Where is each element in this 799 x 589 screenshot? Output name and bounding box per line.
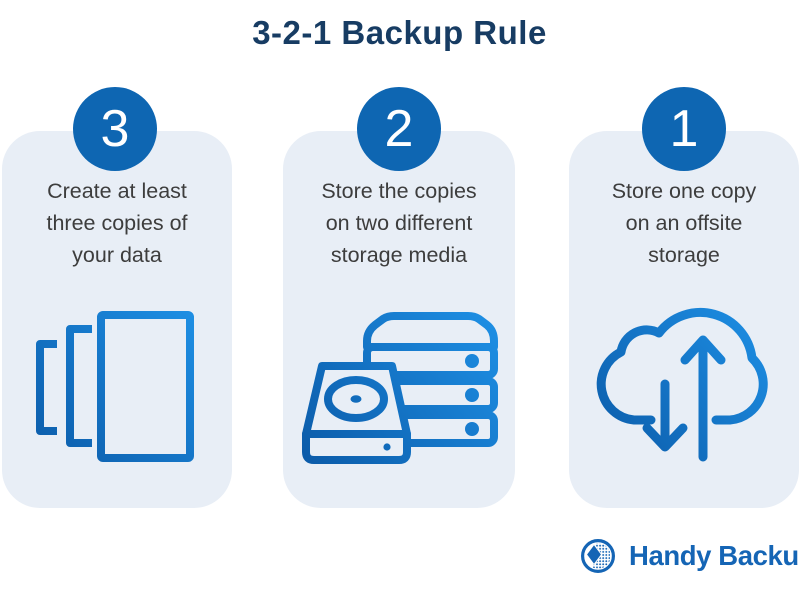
text-line: Store one copy: [611, 179, 757, 203]
number-badge-1: 1: [642, 87, 726, 171]
text-line: Create at least: [47, 179, 187, 203]
text-line: on two different: [325, 211, 473, 235]
handy-backup-logo-icon: [581, 539, 615, 573]
card-offsite-storage-text: Store one copy on an offsite storage: [569, 131, 799, 271]
text-line: your data: [72, 243, 162, 267]
handy-backup-logo-text: Handy Backup: [629, 540, 799, 571]
text-line: three copies of: [46, 211, 188, 235]
number-badge-2: 2: [357, 87, 441, 171]
number-label: 3: [100, 100, 130, 158]
card-offsite-storage: Store one copy on an offsite storage: [569, 131, 799, 508]
card-three-copies: Create at least three copies of your dat…: [2, 131, 232, 508]
text-line: on an offsite: [625, 211, 743, 235]
number-label: 1: [669, 100, 699, 158]
card-two-media: Store the copies on two different storag…: [283, 131, 515, 508]
card-three-copies-text: Create at least three copies of your dat…: [2, 131, 232, 271]
number-label: 2: [384, 100, 414, 158]
text-line: storage media: [330, 243, 468, 267]
number-badge-3: 3: [73, 87, 157, 171]
text-line: Store the copies: [321, 179, 477, 203]
handy-backup-logo[interactable]: Handy Backup: [580, 536, 799, 576]
card-two-media-text: Store the copies on two different storag…: [283, 131, 515, 271]
page-title: 3-2-1 Backup Rule: [252, 14, 547, 51]
text-line: storage: [648, 243, 720, 267]
